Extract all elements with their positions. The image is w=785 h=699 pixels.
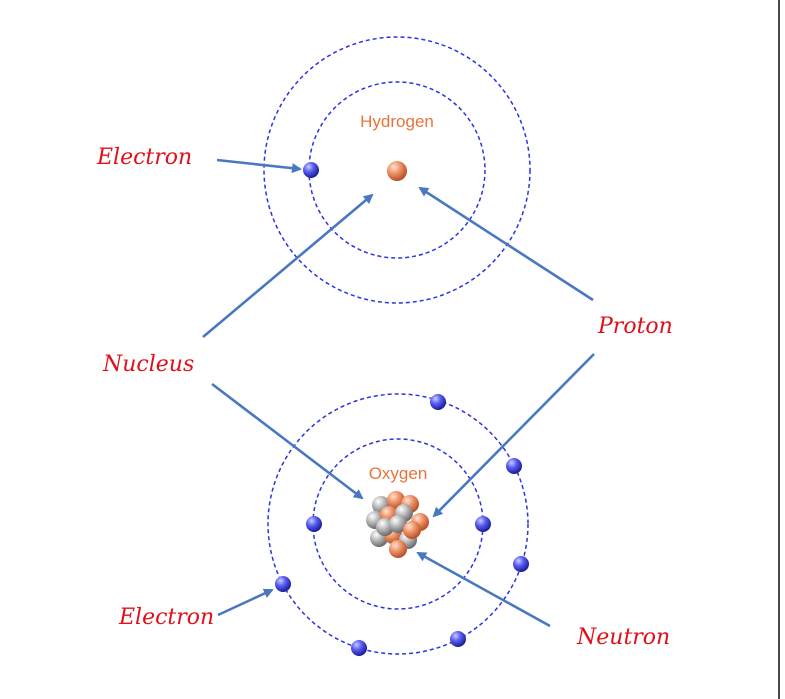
nucleon-proton — [389, 540, 407, 558]
page-edge-border — [778, 0, 785, 699]
label-electron-bottom: Electron — [118, 605, 214, 630]
oxygen-electron — [430, 394, 446, 410]
oxygen-outer-orbit — [267, 393, 529, 655]
oxygen-label: Oxygen — [369, 464, 428, 483]
arrow-nucleus-hydrogen — [202, 193, 374, 338]
label-nucleus: Nucleus — [102, 352, 194, 377]
hydrogen-proton — [387, 161, 407, 181]
oxygen-electron — [275, 576, 291, 592]
oxygen-electron — [351, 640, 367, 656]
arrow-electron-top — [216, 158, 302, 174]
arrow-nucleus-oxygen — [211, 382, 364, 500]
oxygen-electron — [450, 631, 466, 647]
oxygen-electron — [475, 516, 491, 532]
arrow-electron-bottom — [217, 588, 274, 617]
label-proton: Proton — [597, 314, 673, 339]
hydrogen-outer-orbit — [263, 36, 531, 304]
nucleon-proton — [403, 521, 421, 539]
hydrogen-atom: Hydrogen — [263, 36, 531, 304]
arrow-proton-hydrogen — [418, 186, 594, 302]
oxygen-atom: Oxygen — [267, 393, 529, 656]
label-neutron: Neutron — [576, 625, 670, 650]
hydrogen-electron — [303, 162, 319, 178]
oxygen-electron — [513, 556, 529, 572]
hydrogen-label: Hydrogen — [360, 112, 434, 131]
arrow-neutron — [416, 551, 551, 628]
oxygen-electron — [506, 458, 522, 474]
nucleon-proton — [387, 491, 405, 509]
oxygen-electron — [306, 516, 322, 532]
oxygen-nucleus — [366, 491, 429, 558]
pointer-arrows — [202, 158, 595, 628]
nucleon-neutron — [389, 515, 407, 533]
arrow-proton-oxygen — [432, 353, 595, 518]
label-electron-top: Electron — [96, 145, 192, 170]
